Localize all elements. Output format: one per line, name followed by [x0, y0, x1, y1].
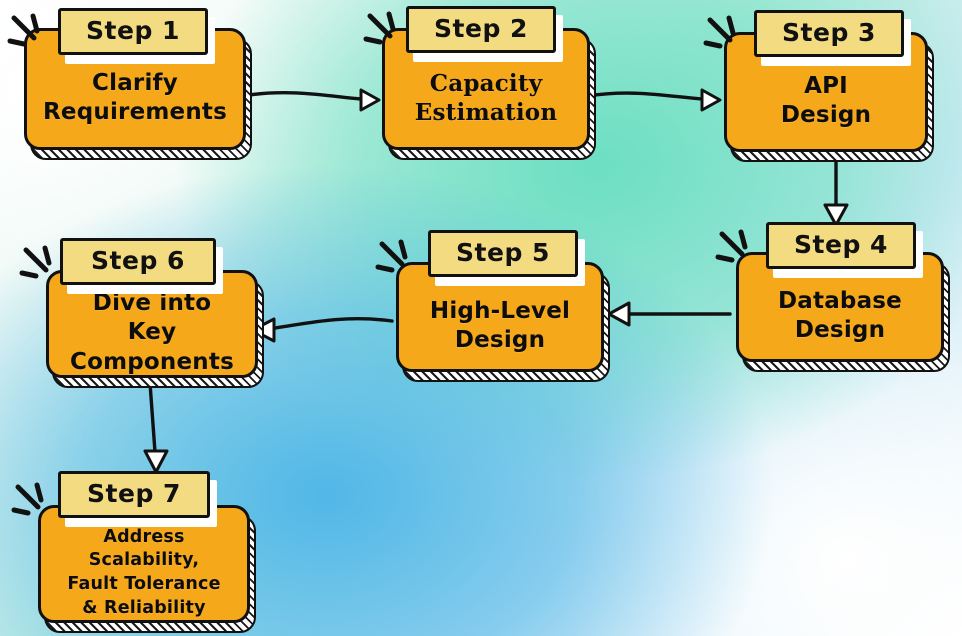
- sparkle-icon: [11, 482, 44, 516]
- sparkle-icon: [363, 11, 396, 45]
- body-line: Design: [454, 327, 546, 353]
- step-box-1[interactable]: Clarify Requirements Step 1: [7, 8, 252, 160]
- step-body-text-5: High-Level Design: [409, 297, 591, 356]
- step-tab-3[interactable]: Step 3: [754, 10, 911, 66]
- arrow-5-to-6: [251, 317, 394, 343]
- step-body-text-6: Dive into Key Components: [59, 289, 245, 377]
- body-line: Design: [794, 317, 886, 343]
- step-body-text-2: Capacity Estimation: [395, 69, 577, 128]
- body-line: Capacity: [429, 69, 543, 97]
- body-line: Fault Tolerance: [67, 574, 221, 594]
- step-box-4[interactable]: Database Design Step 4: [715, 222, 950, 372]
- body-line: Clarify: [92, 69, 178, 96]
- step-box-2[interactable]: Capacity Estimation Step 2: [363, 6, 596, 160]
- step-tab-6[interactable]: Step 6: [60, 238, 223, 294]
- box-body: Database Design: [736, 252, 944, 362]
- body-line: High-Level: [429, 297, 571, 324]
- step-box-5[interactable]: High-Level Design Step 5: [375, 230, 610, 382]
- tab-card: Step 4: [766, 222, 916, 269]
- sparkle-icon: [703, 15, 736, 49]
- arrow-4-to-5: [607, 301, 732, 327]
- tab-card: Step 7: [58, 471, 210, 518]
- arrow-3-to-4: [823, 154, 849, 227]
- step-body-text-1: Clarify Requirements: [37, 69, 233, 128]
- arrow-2-to-3: [586, 88, 722, 112]
- step-tab-label-6: Step 6: [91, 246, 185, 275]
- sparkle-icon: [7, 13, 40, 47]
- sparkle-icon: [715, 229, 748, 263]
- step-tab-label-1: Step 1: [86, 16, 180, 45]
- step-tab-label-2: Step 2: [434, 14, 528, 43]
- body-line: Estimation: [414, 99, 558, 126]
- tab-card: Step 6: [60, 238, 216, 285]
- step-tab-label-4: Step 4: [794, 230, 888, 259]
- step-tab-2[interactable]: Step 2: [406, 6, 563, 62]
- sparkle-icon: [375, 239, 408, 273]
- body-line: & Reliability: [82, 597, 206, 618]
- tab-card: Step 5: [428, 230, 578, 277]
- step-tab-7[interactable]: Step 7: [58, 471, 217, 527]
- step-box-3[interactable]: API Design Step 3: [703, 10, 934, 162]
- step-box-6[interactable]: Dive into Key Components Step 6: [19, 238, 264, 388]
- step-body-text-7: Address Scalability, Fault Tolerance & R…: [51, 526, 237, 621]
- step-tab-5[interactable]: Step 5: [428, 230, 585, 286]
- tab-card: Step 1: [58, 8, 208, 55]
- body-line: Requirements: [43, 99, 227, 125]
- body-line: Key Components: [70, 319, 234, 375]
- body-line: API: [804, 72, 848, 99]
- body-line: Address Scalability,: [88, 526, 200, 571]
- step-tab-4[interactable]: Step 4: [766, 222, 923, 278]
- step-tab-label-7: Step 7: [87, 479, 181, 508]
- arrow-6-to-7: [143, 381, 169, 474]
- sparkle-icon: [19, 245, 52, 279]
- step-tab-label-5: Step 5: [456, 238, 550, 267]
- step-tab-1[interactable]: Step 1: [58, 8, 215, 64]
- step-box-7[interactable]: Address Scalability, Fault Tolerance & R…: [11, 471, 256, 633]
- step-tab-label-3: Step 3: [782, 18, 876, 47]
- step-body-text-3: API Design: [737, 72, 915, 131]
- tab-card: Step 2: [406, 6, 556, 53]
- body-line: Design: [780, 102, 872, 128]
- arrow-1-to-2: [247, 88, 381, 112]
- body-line: Database: [777, 287, 902, 314]
- tab-card: Step 3: [754, 10, 904, 57]
- body-line: Dive into: [92, 289, 212, 316]
- step-body-text-4: Database Design: [749, 287, 931, 346]
